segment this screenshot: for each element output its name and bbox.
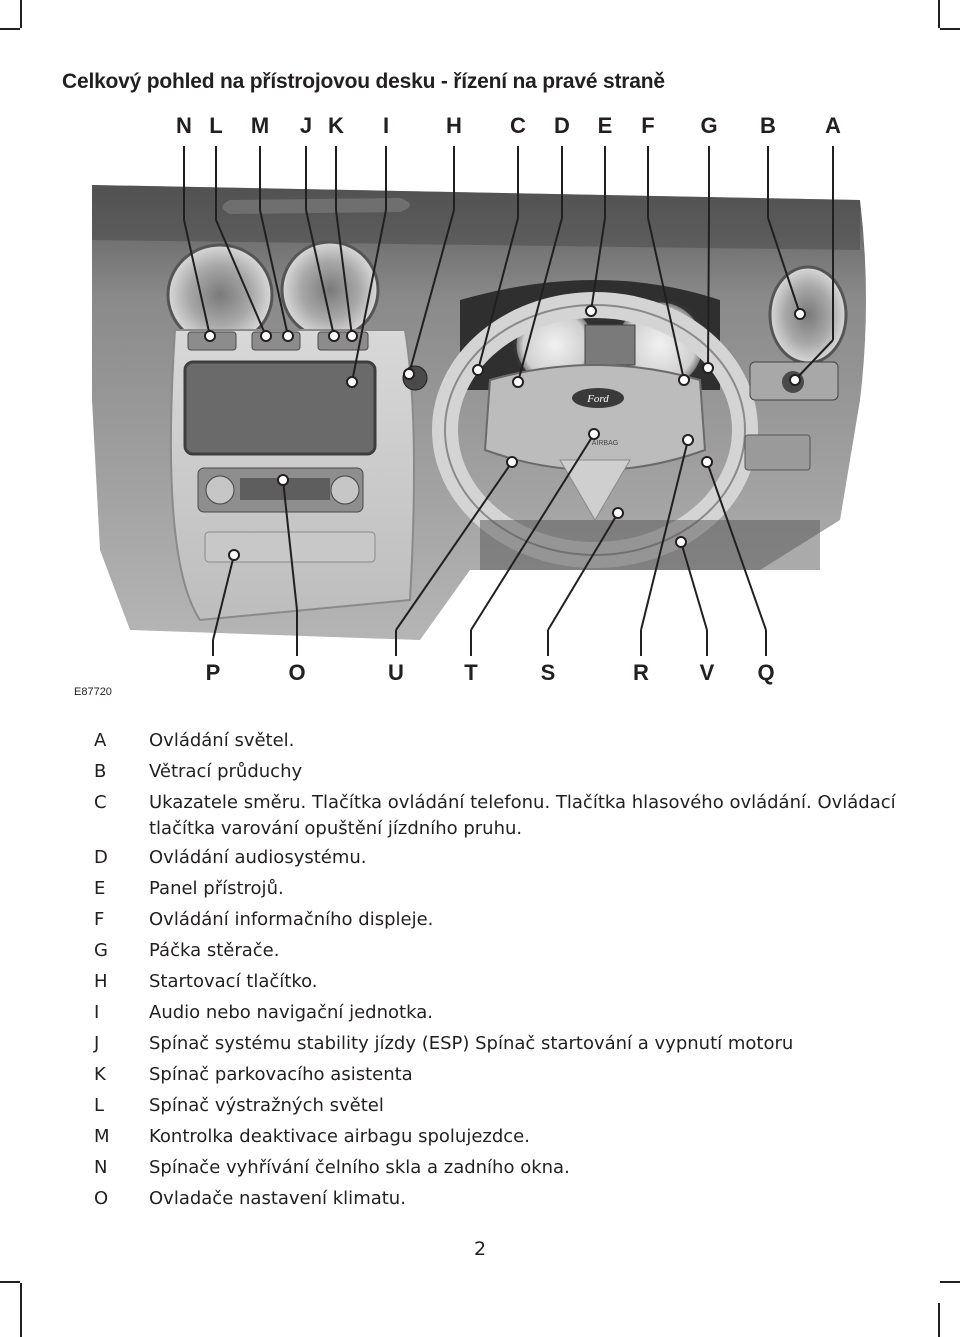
legend-item: D Ovládání audiosystému. xyxy=(94,842,934,873)
label-n: N xyxy=(176,113,192,138)
legend-item: M Kontrolka deaktivace airbagu spolujezdc… xyxy=(94,1121,934,1152)
label-f: F xyxy=(641,113,655,138)
dashboard-illustration: Ford AIRBAG xyxy=(92,146,866,656)
legend-text: Startovací tlačítko. xyxy=(149,971,318,992)
label-l: L xyxy=(209,113,223,138)
legend-text: Spínač parkovacího asistenta xyxy=(149,1064,413,1085)
label-h: H xyxy=(446,113,462,138)
legend-key: K xyxy=(94,1064,106,1085)
page-title: Celkový pohled na přístrojovou desku - ř… xyxy=(62,70,665,93)
crop-mark xyxy=(20,1283,22,1337)
label-s: S xyxy=(540,660,556,685)
label-c: C xyxy=(510,113,526,138)
legend-key: M xyxy=(94,1126,110,1147)
vent-right xyxy=(768,265,848,365)
label-j: J xyxy=(299,113,313,138)
legend-text: Audio nebo navigační jednotka. xyxy=(149,1002,433,1023)
legend-text: Ovladače nastavení klimatu. xyxy=(149,1188,406,1209)
label-d: D xyxy=(554,113,570,138)
label-o: O xyxy=(288,660,306,685)
legend-text: Ukazatele směru. Tlačítka ovládání telef… xyxy=(149,792,896,839)
figure-code: E87720 xyxy=(74,686,112,698)
legend-item: J Spínač systému stability jízdy (ESP) Sp… xyxy=(94,1028,934,1059)
legend-key: D xyxy=(94,847,108,868)
ford-badge: Ford xyxy=(586,393,609,405)
legend-list: A Ovládání světel. B Větrací průduchy C Uka… xyxy=(94,725,934,1214)
legend-key: H xyxy=(94,971,108,992)
label-k: K xyxy=(328,113,344,138)
crop-mark xyxy=(20,0,22,28)
label-p: P xyxy=(205,660,221,685)
crop-mark xyxy=(0,28,20,30)
legend-key: E xyxy=(94,878,106,899)
label-e: E xyxy=(597,113,613,138)
label-a: A xyxy=(825,113,841,138)
legend-key: J xyxy=(94,1033,100,1054)
legend-text: Ovládání audiosystému. xyxy=(149,847,367,868)
legend-item: A Ovládání světel. xyxy=(94,725,934,756)
legend-key: O xyxy=(94,1188,109,1209)
legend-item: C Ukazatele směru. Tlačítka ovládání tele… xyxy=(94,787,934,842)
crop-mark xyxy=(938,1303,940,1337)
legend-key: C xyxy=(94,792,107,813)
page-number: 2 xyxy=(473,1238,487,1260)
legend-text: Páčka stěrače. xyxy=(149,940,280,961)
legend-text: Panel přístrojů. xyxy=(149,878,284,899)
legend-text: Spínač systému stability jízdy (ESP) Spí… xyxy=(149,1033,794,1054)
legend-text: Spínače vyhřívání čelního skla a zadního… xyxy=(149,1157,570,1178)
label-q: Q xyxy=(757,660,775,685)
legend-key: N xyxy=(94,1157,108,1178)
label-m: M xyxy=(250,113,270,138)
legend-item: O Ovladače nastavení klimatu. xyxy=(94,1183,934,1214)
legend-item: K Spínač parkovacího asistenta xyxy=(94,1059,934,1090)
legend-key: I xyxy=(94,1002,100,1023)
label-g: G xyxy=(700,113,718,138)
legend-text: Kontrolka deaktivace airbagu spolujezdce… xyxy=(149,1126,530,1147)
legend-text: Ovládání světel. xyxy=(149,730,295,751)
navigation-screen xyxy=(183,360,377,456)
label-r: R xyxy=(633,660,649,685)
legend-key: F xyxy=(94,909,105,930)
airbag-label: AIRBAG xyxy=(592,440,618,447)
label-u: U xyxy=(388,660,404,685)
crop-mark xyxy=(940,28,960,30)
legend-item: F Ovládání informačního displeje. xyxy=(94,904,934,935)
label-v: V xyxy=(699,660,715,685)
legend-item: N Spínače vyhřívání čelního skla a zadníh… xyxy=(94,1152,934,1183)
legend-item: L Spínač výstražných světel xyxy=(94,1090,934,1121)
legend-item: H Startovací tlačítko. xyxy=(94,966,934,997)
crop-mark xyxy=(938,0,940,28)
dashboard-figure: Ford AIRBAG xyxy=(0,100,960,720)
legend-text: Ovládání informačního displeje. xyxy=(149,909,434,930)
crop-mark xyxy=(0,1281,20,1283)
label-i: I xyxy=(382,113,390,138)
label-b: B xyxy=(760,113,776,138)
legend-key: A xyxy=(94,730,107,751)
crop-mark xyxy=(940,1281,960,1283)
legend-text: Větrací průduchy xyxy=(149,761,303,782)
legend-item: G Páčka stěrače. xyxy=(94,935,934,966)
legend-text: Spínač výstražných světel xyxy=(149,1095,384,1116)
legend-key: G xyxy=(94,940,108,961)
legend-item: E Panel přístrojů. xyxy=(94,873,934,904)
legend-key: B xyxy=(94,761,107,782)
legend-item: B Větrací průduchy xyxy=(94,756,934,787)
legend-item: I Audio nebo navigační jednotka. xyxy=(94,997,934,1028)
label-t: T xyxy=(464,660,478,685)
legend-key: L xyxy=(94,1095,105,1116)
